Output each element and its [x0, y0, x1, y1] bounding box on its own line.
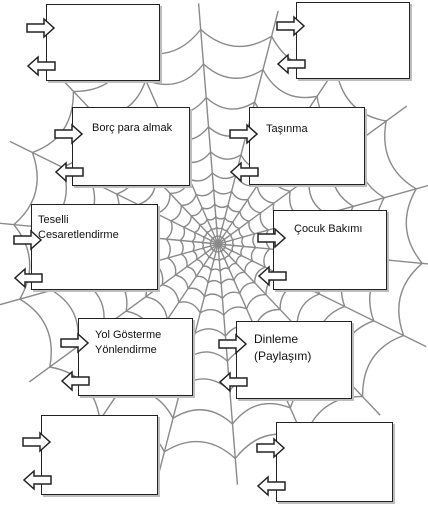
box-teselli-cesaretlendirme [31, 204, 158, 290]
arrow-left-icon [257, 265, 287, 287]
arrow-right-icon [256, 437, 286, 459]
arrow-left-icon [229, 161, 259, 183]
arrow-icons [229, 123, 259, 183]
arrow-pair-tasinma [229, 123, 259, 186]
arrow-left-icon [54, 161, 84, 183]
label-teselli-cesaretlendirme: Teselli Cesaretlendirme [38, 214, 119, 241]
arrow-right-icon [60, 332, 90, 354]
web-spiral-thread [165, 188, 271, 300]
arrow-right-icon [54, 123, 84, 145]
arrow-left-icon [26, 55, 56, 77]
arrow-left-icon [13, 267, 43, 289]
arrow-pair-teselli [13, 229, 43, 292]
arrow-pair-bottom-right [256, 437, 286, 500]
arrow-icons [54, 123, 84, 183]
label-dinleme-paylasim: Dinleme (Paylaşım) [254, 332, 312, 363]
label-yol-gosterme-yonlendirme: Yol Gösterme Yönlendirme [95, 329, 162, 356]
arrow-icons [60, 332, 90, 392]
web-spiral-thread [179, 203, 257, 285]
arrow-right-icon [229, 123, 259, 145]
box-top-left [46, 4, 160, 81]
web-spiral-thread [209, 234, 227, 254]
box-top-right [296, 2, 410, 79]
arrow-pair-cocuk [257, 227, 287, 290]
arrow-icons [13, 229, 43, 289]
arrow-pair-top-right [276, 15, 306, 78]
arrow-icons [257, 227, 287, 287]
label-borc-para-almak: Borç para almak [92, 122, 173, 134]
arrow-left-icon [218, 371, 248, 393]
arrow-right-icon [218, 333, 248, 355]
arrow-pair-top-left [26, 17, 56, 80]
arrow-right-icon [26, 17, 56, 39]
arrow-left-icon [60, 370, 90, 392]
box-dinleme-paylasim [236, 321, 352, 399]
arrow-right-icon [257, 227, 287, 249]
arrow-pair-bottom-left [22, 431, 52, 494]
box-tasinma [249, 107, 365, 185]
box-cocuk-bakimi [273, 210, 387, 290]
box-yol-gosterme-yonlendirme [78, 318, 193, 396]
arrow-right-icon [22, 431, 52, 453]
arrow-left-icon [22, 469, 52, 491]
box-borc-para-almak [72, 107, 190, 186]
arrow-right-icon [276, 15, 306, 37]
arrow-pair-borc [54, 123, 84, 186]
arrow-icons [26, 17, 56, 77]
arrow-icons [256, 437, 286, 497]
label-cocuk-bakimi: Çocuk Bakımı [294, 223, 363, 235]
box-bottom-left [41, 415, 158, 495]
arrow-left-icon [256, 475, 286, 497]
arrow-icons [22, 431, 52, 491]
arrow-right-icon [13, 229, 43, 251]
web-spiral-thread [191, 215, 245, 273]
arrow-pair-yol [60, 332, 90, 395]
arrow-icons [276, 15, 306, 75]
label-tasinma: Taşınma [266, 123, 308, 135]
web-spiral-thread [201, 226, 235, 262]
box-bottom-right [276, 422, 393, 502]
arrow-pair-dinleme [218, 333, 248, 396]
arrow-left-icon [276, 53, 306, 75]
arrow-icons [218, 333, 248, 393]
